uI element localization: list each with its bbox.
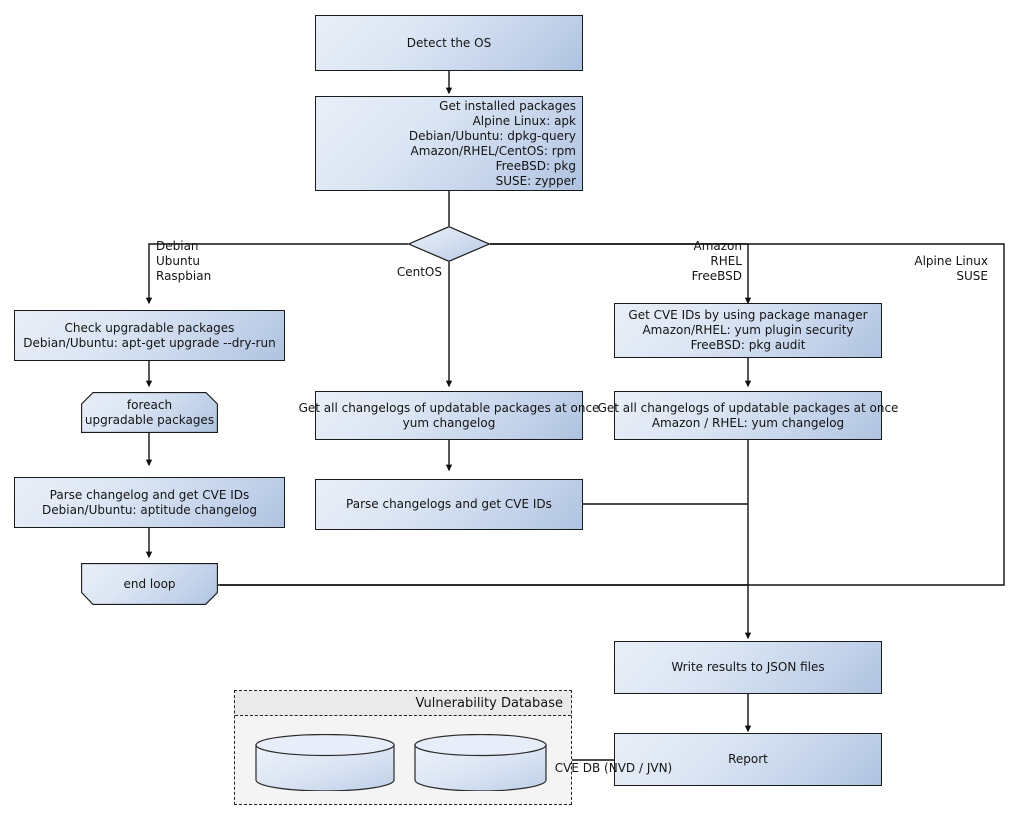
db-oval[interactable]: OVAL DB xyxy=(255,733,491,792)
node-changelogs-centos[interactable]: Get all changelogs of updatable packages… xyxy=(299,391,599,440)
cylinder-shape xyxy=(414,733,547,792)
line: CentOS xyxy=(396,265,442,279)
node-check-upgradable-label: Check upgradable packages Debian/Ubuntu:… xyxy=(15,321,284,351)
line: FreeBSD: pkg xyxy=(495,158,576,173)
node-get-cve-ids-package-manager-label: Get CVE IDs by using package manager Ama… xyxy=(615,308,881,353)
line: Amazon/RHEL/CentOS: rpm xyxy=(410,143,576,158)
node-changelogs-centos-label: Get all changelogs of updatable packages… xyxy=(299,401,600,431)
node-get-installed-packages-label: Get installed packages Alpine Linux: apk… xyxy=(316,99,582,189)
line: SUSE xyxy=(956,269,988,283)
line: Debian/Ubuntu: dpkg-query xyxy=(408,128,576,143)
node-detect-os[interactable]: Detect the OS xyxy=(315,15,583,71)
line: FreeBSD xyxy=(691,269,742,283)
node-report[interactable]: Report xyxy=(614,733,882,786)
node-os-decision[interactable] xyxy=(407,226,491,262)
edge-label-amazon: Amazon RHEL FreeBSD xyxy=(620,239,742,284)
line: Get all changelogs of updatable packages… xyxy=(597,400,899,415)
line: yum changelog xyxy=(402,415,496,430)
node-end-loop[interactable]: end loop xyxy=(81,563,218,605)
line: Parse changelog and get CVE IDs xyxy=(49,487,250,502)
node-get-cve-ids-package-manager[interactable]: Get CVE IDs by using package manager Ama… xyxy=(614,303,882,358)
line: Debian/Ubuntu: apt-get upgrade --dry-run xyxy=(23,335,276,350)
node-parse-changelog-debian[interactable]: Parse changelog and get CVE IDs Debian/U… xyxy=(14,477,285,528)
node-foreach-loop-label: foreach upgradable packages xyxy=(81,398,218,428)
line: Amazon/RHEL: yum plugin security xyxy=(642,323,854,337)
line: Get CVE IDs by using package manager xyxy=(628,308,868,322)
loop-shape xyxy=(81,563,218,605)
line: Alpine Linux xyxy=(914,254,988,268)
edge-label-debian: Debian Ubuntu Raspbian xyxy=(156,239,266,284)
line: SUSE: zypper xyxy=(495,173,576,188)
line: Debian xyxy=(156,239,199,253)
line: Check upgradable packages xyxy=(64,320,235,335)
line: Amazon xyxy=(693,239,743,253)
loop-shape xyxy=(81,392,218,433)
loop-outline xyxy=(81,392,218,433)
node-parse-changelog-debian-label: Parse changelog and get CVE IDs Debian/U… xyxy=(15,488,284,518)
node-detect-os-label: Detect the OS xyxy=(406,35,492,50)
node-write-json-label: Write results to JSON files xyxy=(671,660,825,674)
node-changelogs-amazon-label: Get all changelogs of updatable packages… xyxy=(598,401,899,431)
line: Debian/Ubuntu: aptitude changelog xyxy=(42,502,257,517)
vulnerability-database-title: Vulnerability Database xyxy=(415,695,563,711)
diamond-shape xyxy=(407,226,491,262)
line: Raspbian xyxy=(156,269,212,283)
node-foreach-loop[interactable]: foreach upgradable packages xyxy=(81,392,218,433)
line: FreeBSD: pkg audit xyxy=(690,338,806,352)
loop-outline xyxy=(81,563,218,605)
line: Get installed packages xyxy=(439,98,576,113)
edge-label-centos: CentOS xyxy=(330,265,442,280)
node-parse-changelogs-centos[interactable]: Parse changelogs and get CVE IDs xyxy=(315,479,583,530)
line: foreach xyxy=(126,397,173,412)
node-changelogs-amazon[interactable]: Get all changelogs of updatable packages… xyxy=(598,391,898,440)
db-cve-label: CVE DB (NVD / JVN) xyxy=(554,761,673,775)
edge-label-alpine: Alpine Linux SUSE xyxy=(860,254,988,284)
db-cve[interactable]: CVE DB (NVD / JVN) xyxy=(414,733,672,792)
node-report-label: Report xyxy=(728,752,768,766)
line: Alpine Linux: apk xyxy=(472,113,576,128)
line: upgradable packages xyxy=(84,412,215,427)
node-write-json[interactable]: Write results to JSON files xyxy=(614,641,882,694)
vulnerability-database-group-header: Vulnerability Database xyxy=(235,691,571,716)
node-end-loop-label: end loop xyxy=(123,576,176,591)
line: RHEL xyxy=(710,254,742,268)
node-get-installed-packages[interactable]: Get installed packages Alpine Linux: apk… xyxy=(315,96,583,191)
node-parse-changelogs-centos-label: Parse changelogs and get CVE IDs xyxy=(346,497,552,511)
node-check-upgradable[interactable]: Check upgradable packages Debian/Ubuntu:… xyxy=(14,310,285,361)
line: Ubuntu xyxy=(156,254,200,268)
line: Amazon / RHEL: yum changelog xyxy=(651,415,845,430)
line: Get all changelogs of updatable packages… xyxy=(298,400,600,415)
cylinder-shape xyxy=(255,733,395,792)
vulnerability-database-group: Vulnerability Database OVAL DB xyxy=(234,690,672,805)
